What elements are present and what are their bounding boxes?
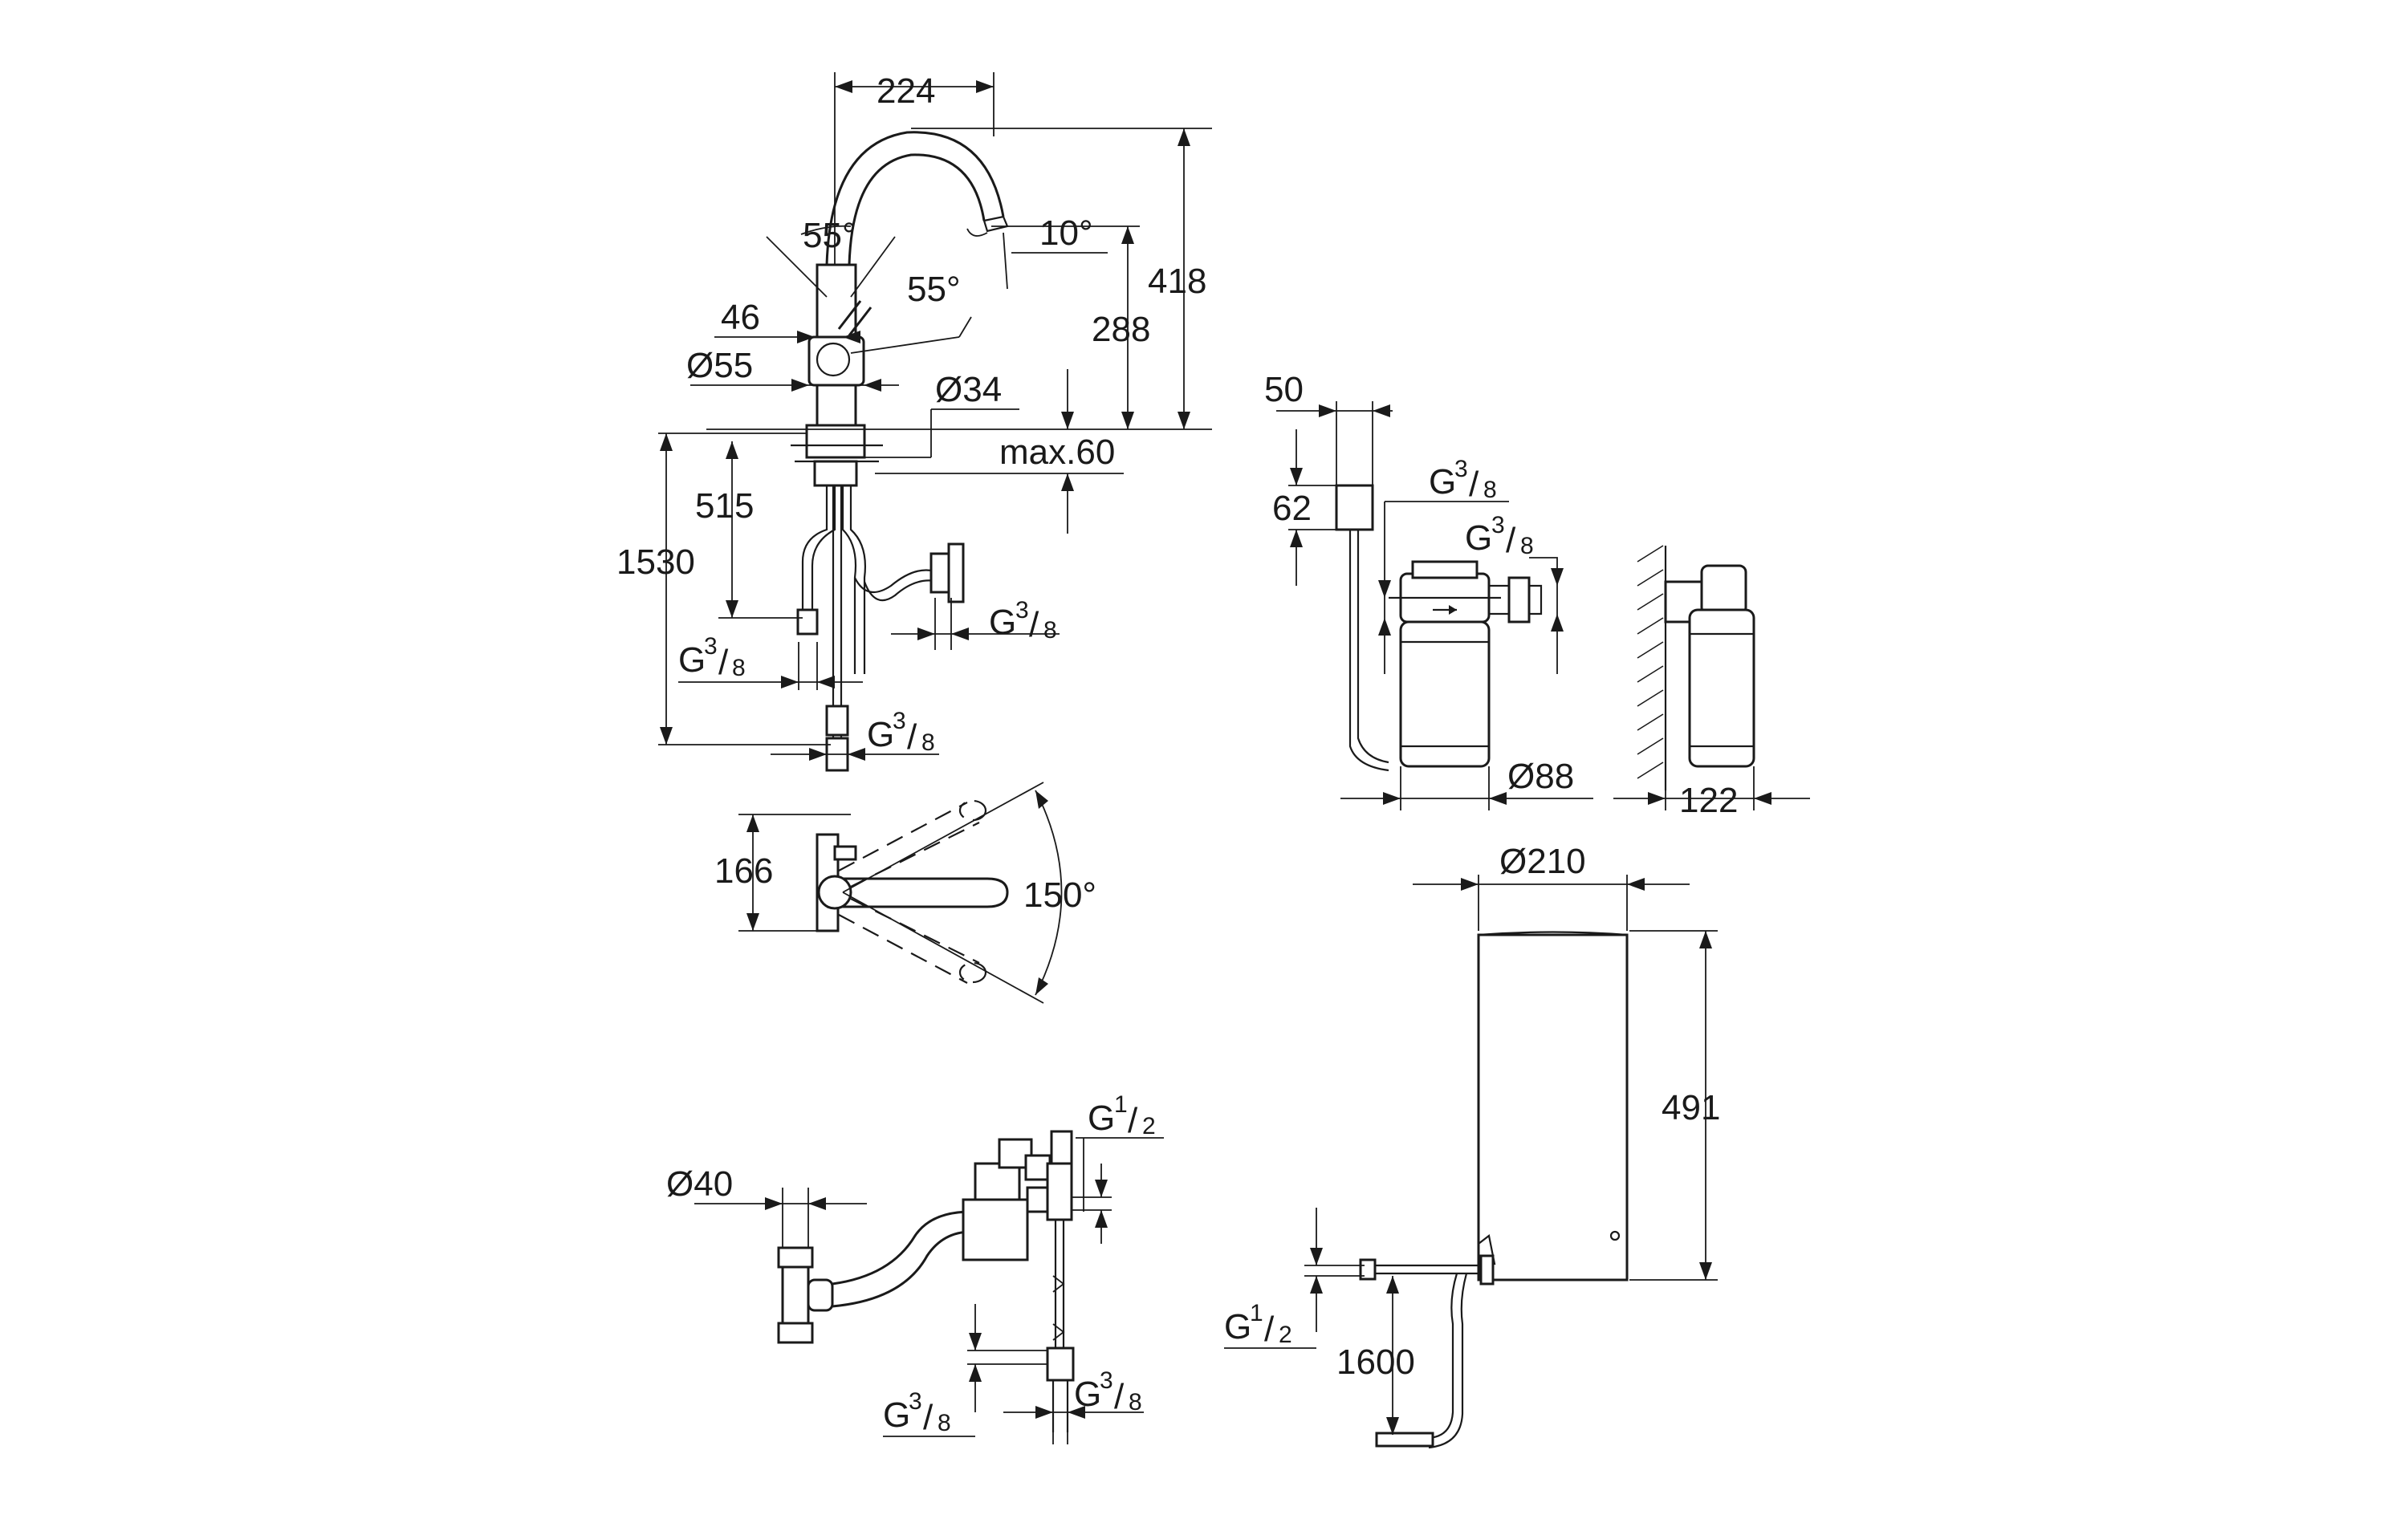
dim-55deg-b: 55°	[907, 270, 961, 309]
svg-text:G: G	[1429, 462, 1456, 502]
svg-text:/: /	[1506, 521, 1516, 560]
dim-diameter-34: Ø34	[935, 370, 1002, 409]
dim-diameter-88: Ø88	[1507, 757, 1574, 796]
boiler-tank: Ø210 491 G 1 / 2 1600	[1224, 842, 1720, 1449]
thread-g38-valve-right: G 3 / 8	[1074, 1367, 1142, 1416]
thread-g12-valve: G 1 / 2	[1088, 1091, 1156, 1140]
thread-g38-left: G 3 / 8	[678, 633, 746, 682]
thread-g38-filter-top: G 3 / 8	[1429, 456, 1497, 504]
dim-10deg: 10°	[1039, 213, 1093, 253]
filter-front-view: 50 62 G 3 / 8 G 3 / 8 Ø88	[1264, 370, 1593, 810]
thread-g38-valve-left: G 3 / 8	[883, 1388, 951, 1437]
dim-224: 224	[877, 71, 935, 111]
svg-text:8: 8	[938, 1410, 951, 1436]
svg-text:G: G	[883, 1395, 910, 1435]
faucet-dimensions: 224 418 288 10° 55° 55° 46 Ø55 Ø34	[616, 71, 1212, 761]
svg-text:1: 1	[1114, 1091, 1128, 1118]
svg-text:2: 2	[1279, 1322, 1292, 1348]
dim-418: 418	[1148, 262, 1206, 301]
svg-text:3: 3	[1015, 597, 1029, 623]
svg-text:8: 8	[732, 655, 746, 681]
faucet-side-view	[766, 131, 1009, 772]
svg-text:8: 8	[921, 729, 935, 756]
svg-text:/: /	[1128, 1101, 1138, 1140]
svg-text:/: /	[1114, 1377, 1125, 1416]
thread-g38-filter-side: G 3 / 8	[1465, 512, 1534, 560]
svg-text:8: 8	[1043, 617, 1057, 644]
svg-text:/: /	[907, 717, 917, 757]
dim-diameter-55: Ø55	[686, 346, 753, 385]
dim-1600: 1600	[1336, 1342, 1415, 1382]
svg-text:G: G	[989, 603, 1016, 642]
dim-515: 515	[695, 486, 754, 526]
thread-g12-boiler: G 1 / 2	[1224, 1300, 1292, 1349]
svg-text:3: 3	[1491, 512, 1505, 538]
svg-text:8: 8	[1520, 533, 1534, 559]
dim-max-60: max.60	[999, 433, 1115, 472]
dim-288: 288	[1092, 310, 1150, 349]
svg-text:8: 8	[1483, 477, 1497, 503]
svg-text:/: /	[923, 1398, 934, 1437]
svg-text:G: G	[1465, 518, 1492, 558]
svg-text:G: G	[1224, 1307, 1251, 1346]
svg-text:3: 3	[704, 633, 718, 660]
svg-text:G: G	[867, 715, 894, 754]
dim-62: 62	[1272, 489, 1312, 528]
svg-text:G: G	[678, 640, 706, 680]
dim-diameter-210: Ø210	[1499, 842, 1586, 881]
dim-166: 166	[714, 851, 773, 891]
filter-side-view: 122	[1613, 545, 1810, 820]
svg-text:2: 2	[1142, 1113, 1156, 1139]
svg-text:3: 3	[893, 708, 906, 734]
svg-text:/: /	[1469, 465, 1479, 504]
dim-55deg-a: 55°	[803, 216, 856, 255]
svg-text:/: /	[718, 643, 729, 682]
dim-491: 491	[1662, 1088, 1720, 1127]
thread-g38-bottom: G 3 / 8	[867, 708, 935, 757]
dim-150deg: 150°	[1023, 875, 1096, 915]
svg-text:1: 1	[1250, 1300, 1263, 1326]
waste-valve-assembly: Ø40 G 1 / 2 G 3 / 8 G	[666, 1091, 1164, 1444]
svg-text:3: 3	[909, 1388, 922, 1415]
svg-text:/: /	[1264, 1310, 1275, 1349]
dim-122: 122	[1679, 781, 1738, 820]
svg-text:8: 8	[1129, 1389, 1142, 1415]
dim-diameter-40: Ø40	[666, 1164, 733, 1204]
swivel-top-view: 166 150°	[714, 782, 1096, 1004]
dim-50: 50	[1264, 370, 1304, 409]
dim-46: 46	[721, 298, 760, 337]
svg-text:/: /	[1029, 605, 1039, 644]
dim-1530: 1530	[616, 542, 695, 582]
thread-g38-right: G 3 / 8	[989, 597, 1057, 644]
svg-text:3: 3	[1454, 456, 1468, 482]
svg-text:G: G	[1088, 1099, 1115, 1138]
svg-text:3: 3	[1100, 1367, 1113, 1394]
svg-text:G: G	[1074, 1375, 1101, 1414]
